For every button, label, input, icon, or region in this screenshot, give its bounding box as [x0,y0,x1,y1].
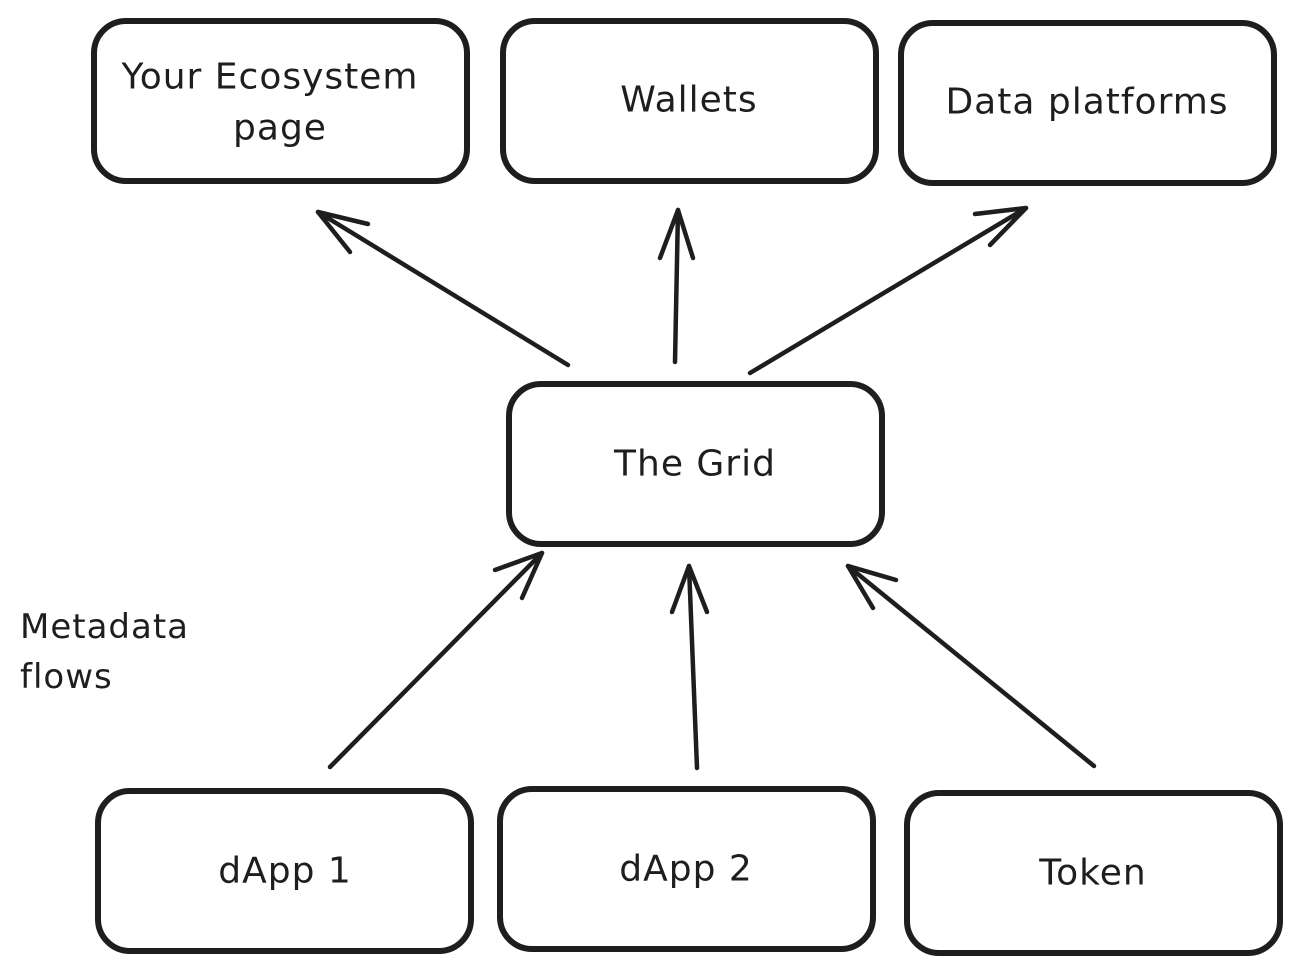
edges [315,205,1097,771]
arrow-grid-to-ecosystem [315,209,571,368]
node-the-grid-label: The Grid [613,444,776,485]
annotation-line1: Metadata [20,607,189,647]
arrow-grid-to-data-platforms [747,205,1029,376]
arrow-token-to-grid [845,563,1097,769]
node-ecosystem-page[interactable]: Your Ecosystem page [91,18,470,184]
node-dapp-2[interactable]: dApp 2 [497,786,876,952]
node-data-platforms[interactable]: Data platforms [898,20,1277,186]
node-token[interactable]: Token [904,790,1283,956]
node-wallets-label: Wallets [620,80,757,121]
node-ecosystem-page-label-line1: Your Ecosystem [120,57,418,98]
node-dapp-2-label: dApp 2 [619,849,753,890]
node-dapp-1[interactable]: dApp 1 [95,788,474,954]
arrow-dapp1-to-grid [327,550,545,770]
annotation-metadata-flows: Metadata flows [20,607,189,697]
node-data-platforms-label: Data platforms [945,82,1228,123]
annotation-line2: flows [20,657,113,697]
node-token-label: Token [1038,853,1146,894]
arrow-grid-to-wallets [657,207,696,365]
arrow-dapp2-to-grid [669,563,710,771]
node-wallets[interactable]: Wallets [500,18,879,184]
node-dapp-1-label: dApp 1 [218,851,352,892]
node-the-grid[interactable]: The Grid [506,381,885,547]
node-ecosystem-page-label-line2: page [233,108,327,149]
